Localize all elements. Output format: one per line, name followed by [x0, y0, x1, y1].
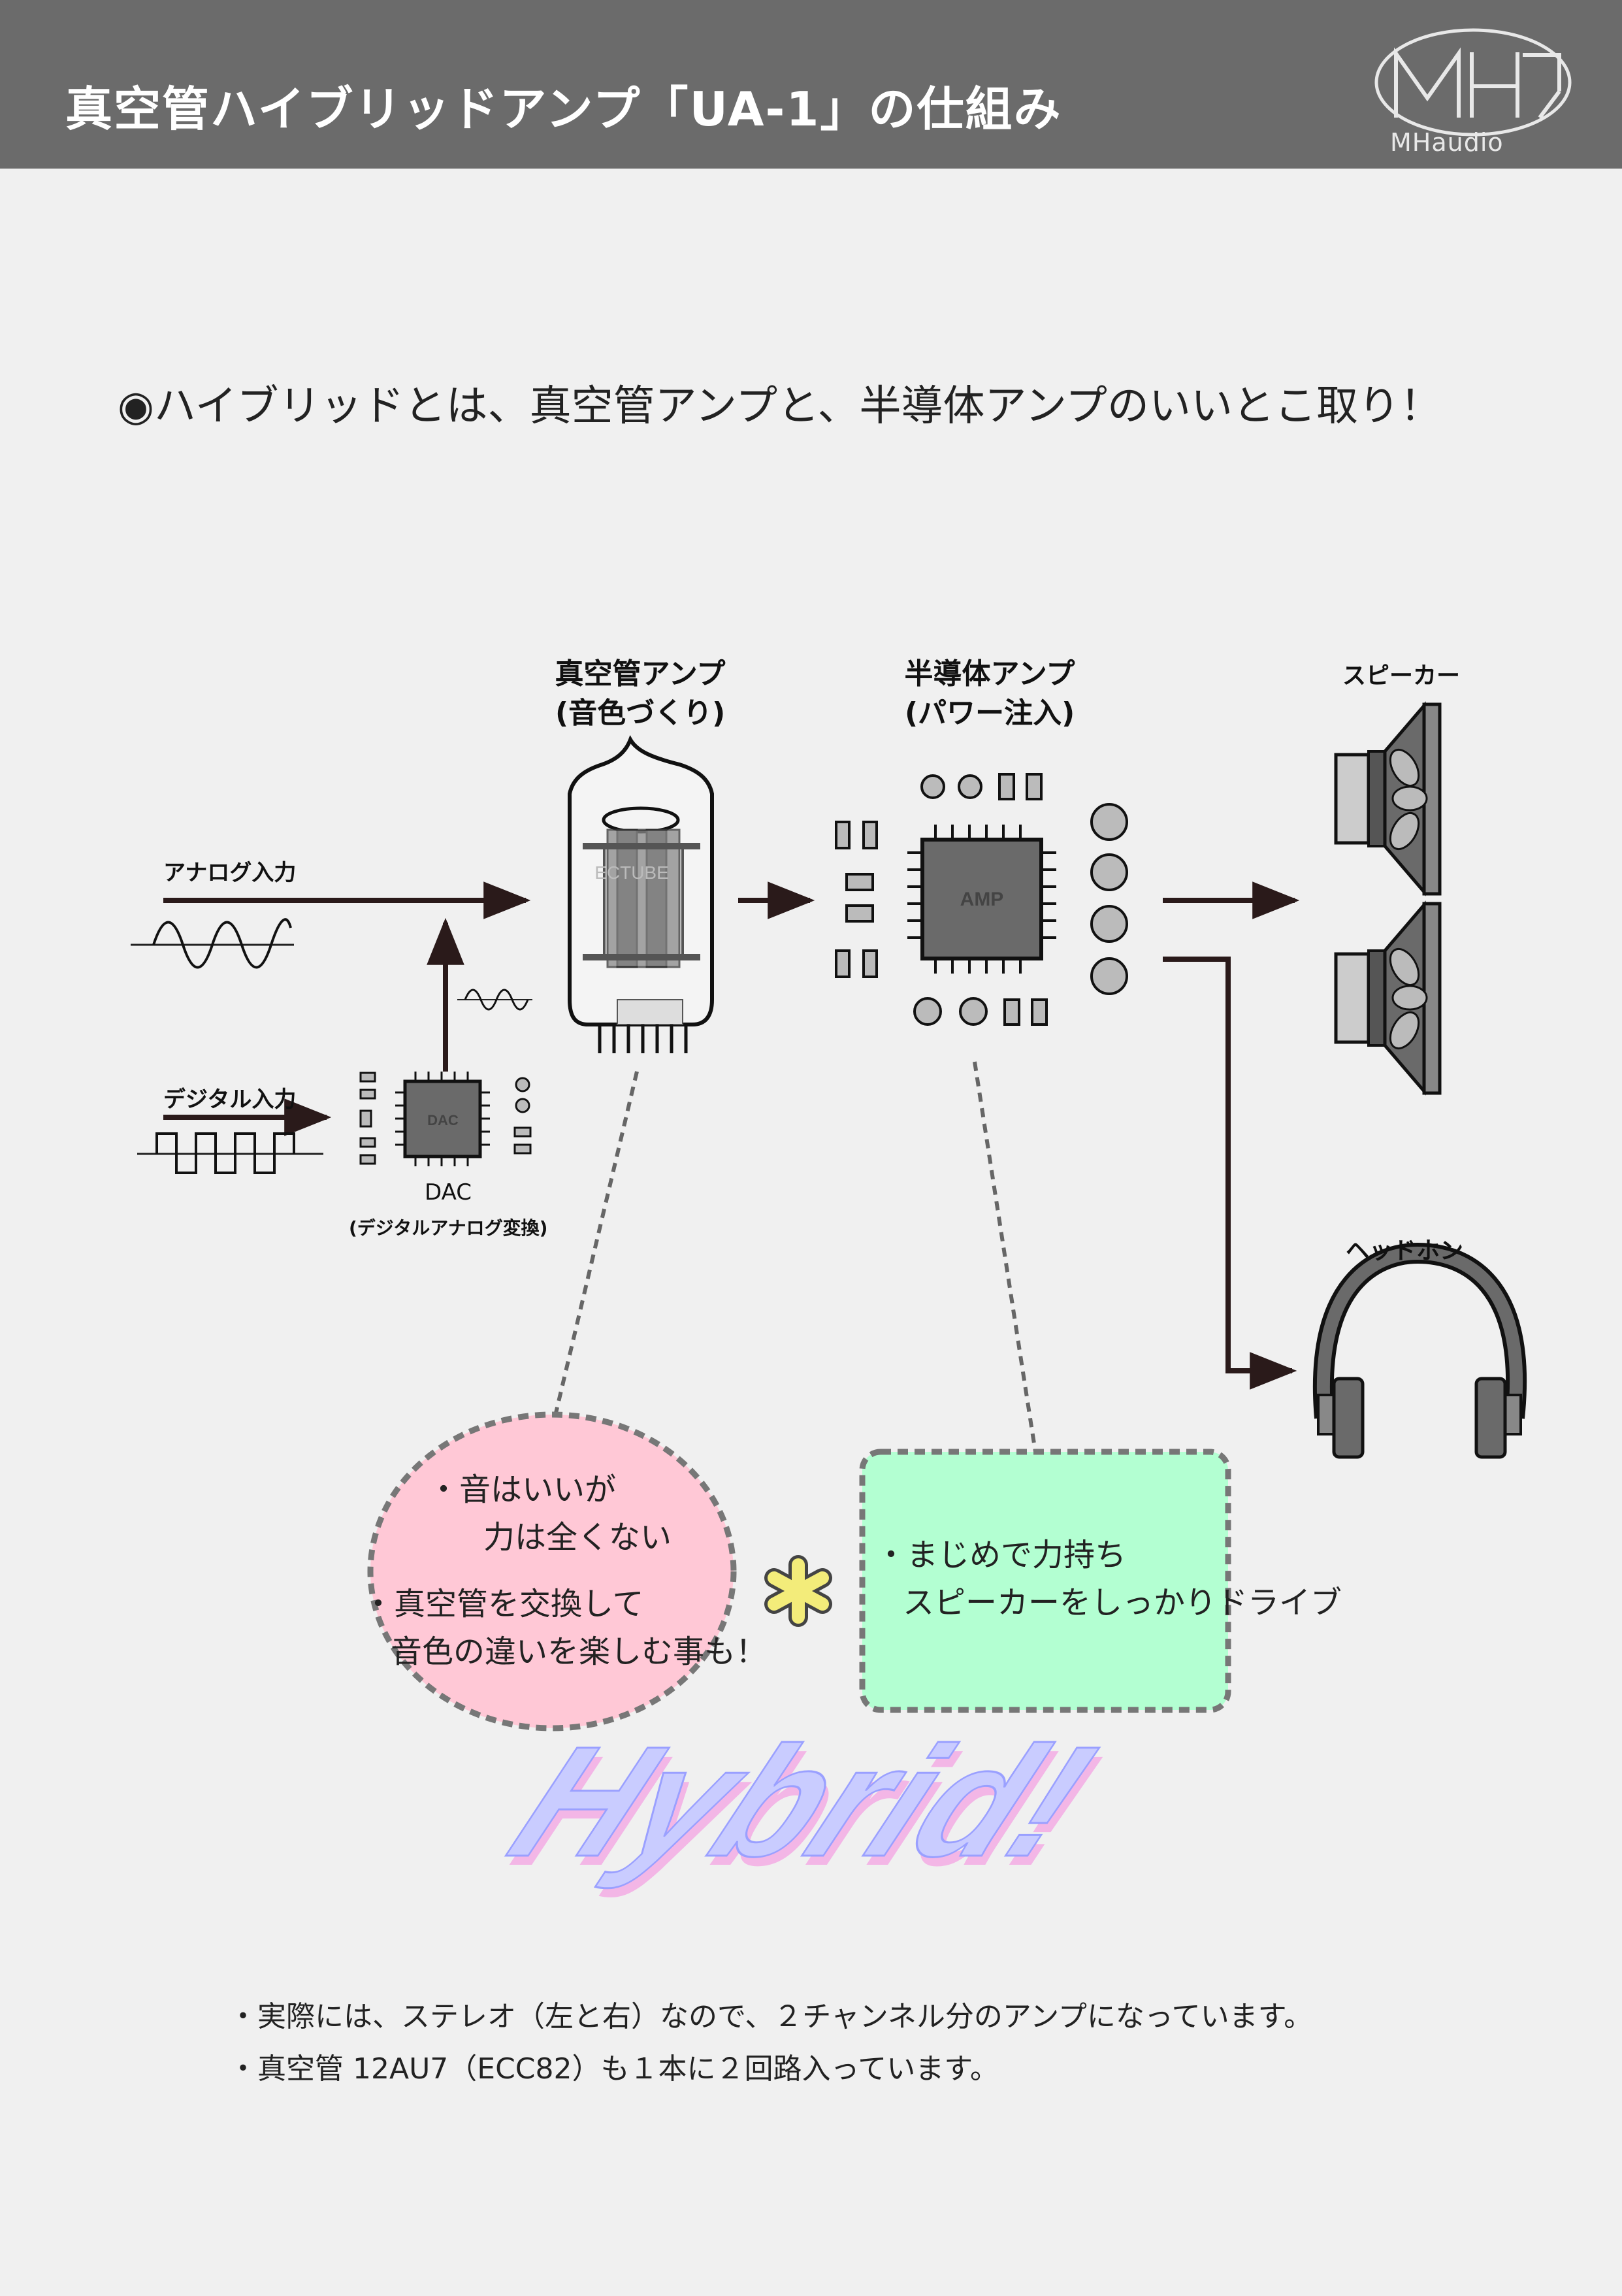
tube-amp-title: 真空管アンプ: [555, 657, 726, 691]
semi-bubble-line2: スピーカーをしっかりドライブ: [903, 1584, 1342, 1621]
small-wave-icon: [457, 989, 532, 1011]
tube-bubble-line4: 音色の違いを楽しむ事も！: [391, 1633, 768, 1670]
speaker-icon: [1334, 701, 1442, 896]
tube-bubble-line3: ・真空管を交換して: [363, 1586, 644, 1622]
dac-name: DAC: [425, 1179, 472, 1205]
semi-amp-subtitle: (パワー注入): [905, 697, 1075, 730]
headphone-icon: [1312, 1242, 1527, 1459]
header-bar: [0, 0, 1622, 169]
mhaudio-logo: [1374, 28, 1572, 137]
svg-text:Hybrid!: Hybrid!: [487, 1714, 1118, 1890]
analog-wave-icon: [131, 918, 294, 969]
note-stereo: ・実際には、ステレオ（左と右）なので、２チャンネル分のアンプになっています。: [229, 2000, 1313, 2033]
tube-bubble-line1: ・音はいいが: [428, 1471, 617, 1508]
tube-bubble: [367, 1411, 737, 1731]
semi-bubble: [859, 1449, 1231, 1713]
hybrid-word-art: Hybrid! Hybrid!: [487, 1713, 1122, 1899]
vacuum-tube-icon: [568, 734, 714, 1053]
dac-chip: [359, 1072, 532, 1166]
dac-description: (デジタルアナログ変換): [349, 1217, 548, 1239]
tube-bubble-line2: 力は全くない: [483, 1519, 672, 1556]
digital-input-label: デジタル入力: [163, 1087, 297, 1113]
speaker-label: スピーカー: [1342, 663, 1461, 689]
analog-input-label: アナログ入力: [163, 860, 297, 886]
logo-text: MHaudio: [1390, 128, 1504, 157]
headphone-label: ヘッドホン: [1346, 1238, 1464, 1264]
to-headphone-arrow: [1163, 957, 1297, 1390]
page-title: 真空管ハイブリッドアンプ「UA-1」の仕組み: [65, 82, 1062, 137]
tube-leader-line: [552, 1071, 639, 1422]
amp-chip-label: AMP: [960, 889, 1004, 910]
digital-wave-icon: [137, 1132, 323, 1174]
tube-print-label: ECTUBE: [594, 862, 669, 883]
svg-text:Hybrid!: Hybrid!: [491, 1723, 1122, 1899]
dac-chip-label: DAC: [427, 1112, 459, 1128]
semi-leader-line: [973, 1061, 1037, 1452]
semi-amp-title: 半導体アンプ: [904, 657, 1075, 691]
speaker-icon: [1334, 900, 1442, 1096]
tube-amp-subtitle: (音色づくり): [555, 697, 726, 730]
semi-bubble-line1: ・まじめで力持ち: [875, 1537, 1127, 1573]
headline: ◉ハイブリッドとは、真空管アンプと、半導体アンプのいいとこ取り！: [118, 382, 1442, 431]
amp-chip: [835, 773, 1128, 1026]
note-tube-circuits: ・真空管 12AU7（ECC82）も１本に２回路入っています。: [229, 2052, 999, 2086]
